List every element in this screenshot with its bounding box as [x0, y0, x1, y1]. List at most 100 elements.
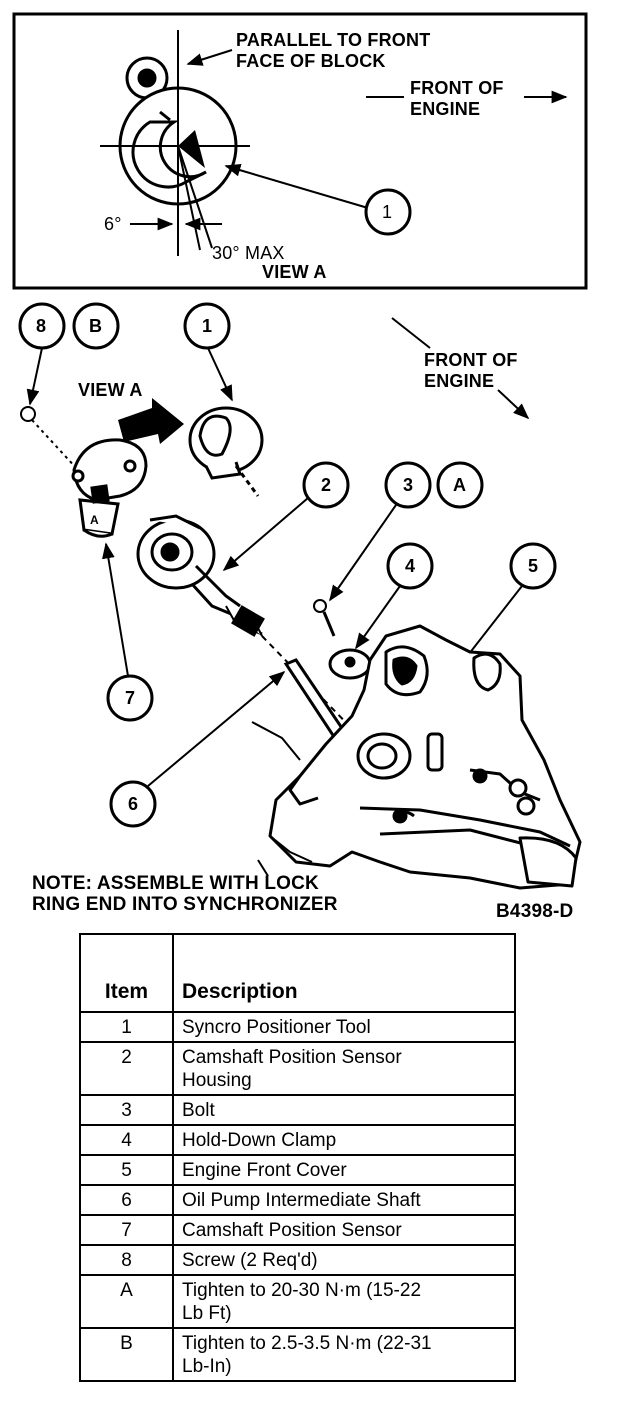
sensor-letter-A: A: [90, 513, 99, 527]
callout-B-text: B: [89, 316, 103, 336]
parts-table: Item Description 1 Syncro Positioner Tool…: [79, 933, 516, 1382]
row-item: 5: [79, 1154, 174, 1186]
label-front-inset-line1: FRONT OF: [410, 78, 504, 98]
figure-code: B4398-D: [496, 901, 574, 922]
callout-3-leader: [329, 504, 397, 602]
positioner-tool-drawing: [188, 406, 264, 497]
note-line2: RING END INTO SYNCHRONIZER: [32, 894, 338, 915]
callout-6-leader: [147, 670, 286, 787]
callout-1-inset-circle: [364, 188, 412, 236]
row-desc-line1: Hold-Down Clamp: [182, 1130, 337, 1151]
row-item: 8: [79, 1244, 174, 1276]
table-row: 6 Oil Pump Intermediate Shaft: [79, 1184, 516, 1216]
row-description: Syncro Positioner Tool: [172, 1011, 516, 1043]
callout-A-circle: [436, 461, 484, 509]
row-item: 2: [79, 1041, 174, 1096]
table-row: 8 Screw (2 Req'd): [79, 1244, 516, 1276]
diagram-drawing: A: [12, 12, 588, 890]
row-item: B: [79, 1327, 174, 1382]
row-item: 6: [79, 1184, 174, 1216]
synchronizer-housing-drawing: [136, 514, 265, 637]
exploded-diagram: A: [12, 12, 588, 922]
label-parallel-line2: FACE OF BLOCK: [236, 51, 386, 71]
front-arrow-b: [497, 389, 530, 420]
label-front-line2: ENGINE: [424, 371, 495, 391]
callout-7-leader: [102, 542, 129, 677]
callout-2-text: 2: [321, 475, 332, 495]
table-row: 1 Syncro Positioner Tool: [79, 1011, 516, 1043]
callout-5-text: 5: [528, 556, 539, 576]
callout-2-leader: [222, 497, 309, 572]
label-view-a-title: VIEW A: [262, 262, 327, 282]
row-desc-line1: Tighten to 2.5-3.5 N·m (22-31: [182, 1333, 432, 1354]
callout-5-circle: [509, 542, 557, 590]
callout-1-circle: [183, 302, 231, 350]
label-angle-30: 30° MAX: [212, 243, 285, 263]
row-desc-line1: Oil Pump Intermediate Shaft: [182, 1190, 421, 1211]
bolt-drawing: [313, 599, 336, 637]
callout-7-text: 7: [125, 688, 136, 708]
label-angle-6: 6°: [104, 214, 122, 234]
callout-6-text: 6: [128, 794, 139, 814]
callout-8-leader: [26, 347, 43, 406]
table-header-row: Item Description: [79, 933, 516, 1013]
row-description: Camshaft Position Sensor: [172, 1214, 516, 1246]
row-description: Engine Front Cover: [172, 1154, 516, 1186]
clamp-drawing: [328, 648, 372, 680]
label-view-a-arrow: VIEW A: [78, 380, 143, 400]
row-desc-line1: Camshaft Position Sensor: [182, 1047, 402, 1068]
callout-3-text: 3: [403, 475, 414, 495]
callout-1-inset-leader: [224, 163, 369, 209]
table-row: 5 Engine Front Cover: [79, 1154, 516, 1186]
table-row: 4 Hold-Down Clamp: [79, 1124, 516, 1156]
note-line1: NOTE: ASSEMBLE WITH LOCK: [32, 873, 319, 894]
row-desc-line1: Screw (2 Req'd): [182, 1250, 318, 1271]
callout-4-leader: [355, 585, 401, 650]
callout-B-circle: [72, 302, 120, 350]
callout-1-inset-text: 1: [382, 202, 393, 222]
row-desc-line1: Tighten to 20-30 N·m (15-22: [182, 1280, 422, 1301]
label-front-inset-line2: ENGINE: [410, 99, 481, 119]
callout-8-text: 8: [36, 316, 47, 336]
inset-shaded-sector: [178, 130, 205, 168]
callout-6-circle: [109, 780, 157, 828]
callout-4-text: 4: [405, 556, 416, 576]
inset-synchronizer-drawing: [100, 30, 250, 256]
header-item: Item: [79, 933, 174, 1013]
row-desc-line1: Engine Front Cover: [182, 1160, 347, 1181]
front-arrow-a: [391, 317, 431, 349]
callout-1-text: 1: [202, 316, 213, 336]
view-a-direction-arrow: [118, 398, 184, 444]
camshaft-sensor-drawing: [71, 438, 148, 538]
row-desc-line1: Syncro Positioner Tool: [182, 1017, 371, 1038]
callout-3-circle: [384, 461, 432, 509]
row-description: Hold-Down Clamp: [172, 1124, 516, 1156]
callout-7-circle: [106, 674, 154, 722]
callout-1-leader: [207, 347, 233, 402]
label-front-line1: FRONT OF: [424, 350, 518, 370]
screw-drawing: [20, 406, 79, 471]
header-description: Description: [172, 933, 516, 1013]
row-description: Bolt: [172, 1094, 516, 1126]
row-desc-line2: Lb-In): [182, 1356, 232, 1377]
row-description: Screw (2 Req'd): [172, 1244, 516, 1276]
row-item: 4: [79, 1124, 174, 1156]
parallel-leader: [186, 49, 233, 66]
row-item: A: [79, 1274, 174, 1329]
row-item: 1: [79, 1011, 174, 1043]
view-a-inset-frame: [12, 12, 588, 290]
row-desc-line1: Bolt: [182, 1100, 215, 1121]
row-desc-line2: Lb Ft): [182, 1303, 232, 1324]
callout-4-circle: [386, 542, 434, 590]
engine-block-drawing: [251, 624, 582, 890]
callout-2-circle: [302, 461, 350, 509]
row-desc-line2: Housing: [182, 1070, 252, 1091]
